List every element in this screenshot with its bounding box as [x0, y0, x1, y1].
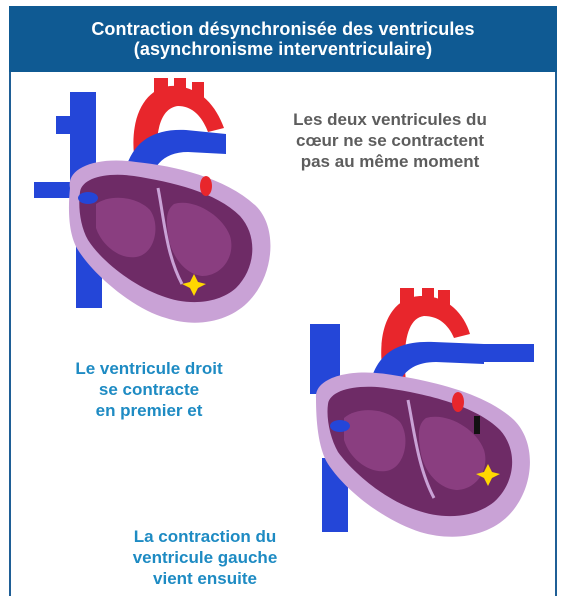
caption-top-right-line-2: cœur ne se contractent	[240, 130, 540, 151]
caption-top-right-line-3: pas au même moment	[240, 151, 540, 172]
aorta-branch-2	[174, 78, 186, 96]
caption-top-right-line-1: Les deux ventricules du	[240, 109, 540, 130]
caption-bottom-line-1: La contraction du	[80, 526, 330, 547]
aorta-branch-3	[438, 290, 450, 310]
tricuspid-valve	[330, 420, 350, 432]
pulmonary-vein-right	[484, 344, 534, 362]
caption-middle-left-line-2: se contracte	[24, 379, 274, 400]
mitral-valve	[452, 392, 464, 412]
caption-top-right: Les deux ventricules du cœur ne se contr…	[240, 109, 540, 172]
title-line-2: (asynchronisme interventriculaire)	[9, 39, 557, 59]
pulmonary-vein-left-2	[34, 182, 74, 198]
caption-bottom-line-2: ventricule gauche	[80, 547, 330, 568]
title-line-1: Contraction désynchronisée des ventricul…	[9, 19, 557, 39]
aorta-branch-3	[192, 82, 204, 102]
caption-bottom-line-3: vient ensuite	[80, 568, 330, 589]
caption-middle-left-line-1: Le ventricule droit	[24, 358, 274, 379]
tricuspid-valve	[78, 192, 98, 204]
caption-middle-left-line-3: en premier et	[24, 400, 274, 421]
caption-middle-left: Le ventricule droit se contracte en prem…	[24, 358, 274, 421]
aorta-branch-2	[422, 288, 434, 304]
caption-bottom: La contraction du ventricule gauche vien…	[80, 526, 330, 589]
aorta-branch-1	[400, 288, 414, 312]
coronary-mark	[474, 416, 480, 434]
mitral-valve	[200, 176, 212, 196]
pulmonary-vein-left	[56, 116, 90, 134]
title-banner: Contraction désynchronisée des ventricul…	[9, 6, 557, 72]
heart-illustration-bottom	[288, 288, 550, 550]
aorta-branch-1	[154, 78, 168, 104]
